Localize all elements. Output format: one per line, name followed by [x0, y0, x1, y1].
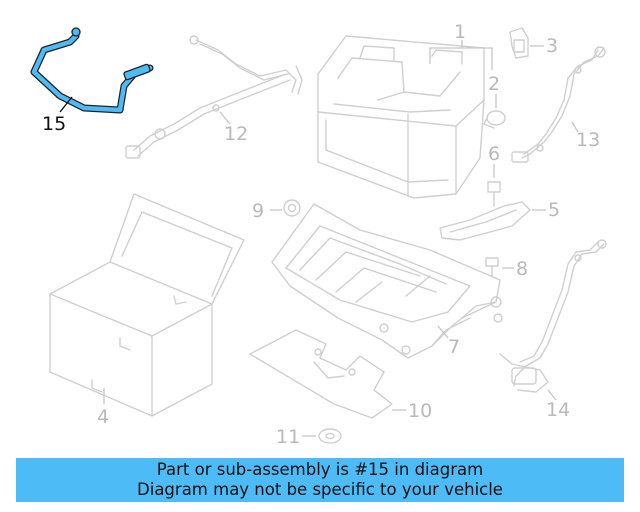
- callout-2: 2: [488, 73, 500, 95]
- part-4-box[interactable]: [49, 193, 245, 417]
- part-6-bolt[interactable]: [487, 181, 501, 207]
- callout-11: 11: [276, 426, 300, 448]
- part-1-battery[interactable]: [317, 35, 485, 199]
- leader-12: [219, 111, 231, 125]
- part-12-cable[interactable]: [125, 35, 303, 159]
- callout-4: 4: [97, 406, 109, 428]
- leader-1: [429, 47, 493, 70]
- part-10-pad[interactable]: [249, 329, 393, 419]
- part-14-cable[interactable]: [499, 239, 607, 393]
- part-13-cable[interactable]: [511, 46, 606, 163]
- part-5-bracket[interactable]: [439, 201, 531, 241]
- callout-3: 3: [546, 35, 558, 57]
- part-7-tray[interactable]: [271, 203, 503, 359]
- part-11-nut[interactable]: [318, 428, 342, 444]
- part-8-bolt[interactable]: [485, 257, 499, 277]
- leader-13: [571, 121, 579, 133]
- callout-14: 14: [546, 399, 570, 421]
- banner-line-1: Part or sub-assembly is #15 in diagram: [156, 460, 484, 479]
- info-banner: Part or sub-assembly is #15 in diagram D…: [16, 458, 624, 502]
- callout-10: 10: [408, 400, 432, 422]
- callout-15: 15: [42, 113, 66, 135]
- banner-line-2: Diagram may not be specific to your vehi…: [137, 480, 503, 499]
- leader-15: [59, 96, 73, 113]
- callout-1: 1: [454, 21, 466, 43]
- callout-5: 5: [548, 199, 560, 221]
- callout-12: 12: [224, 123, 248, 145]
- part-15-battery-cable[interactable]: [30, 27, 154, 114]
- callout-7: 7: [448, 336, 460, 358]
- callout-6: 6: [488, 143, 500, 165]
- part-3-clip[interactable]: [509, 27, 529, 59]
- leader-7: [437, 325, 449, 339]
- callout-9: 9: [252, 200, 264, 222]
- callout-8: 8: [516, 258, 528, 280]
- part-9-grommet[interactable]: [283, 199, 301, 217]
- leader-14: [547, 389, 557, 401]
- part-2-cap[interactable]: [483, 110, 506, 129]
- callout-13: 13: [576, 129, 600, 151]
